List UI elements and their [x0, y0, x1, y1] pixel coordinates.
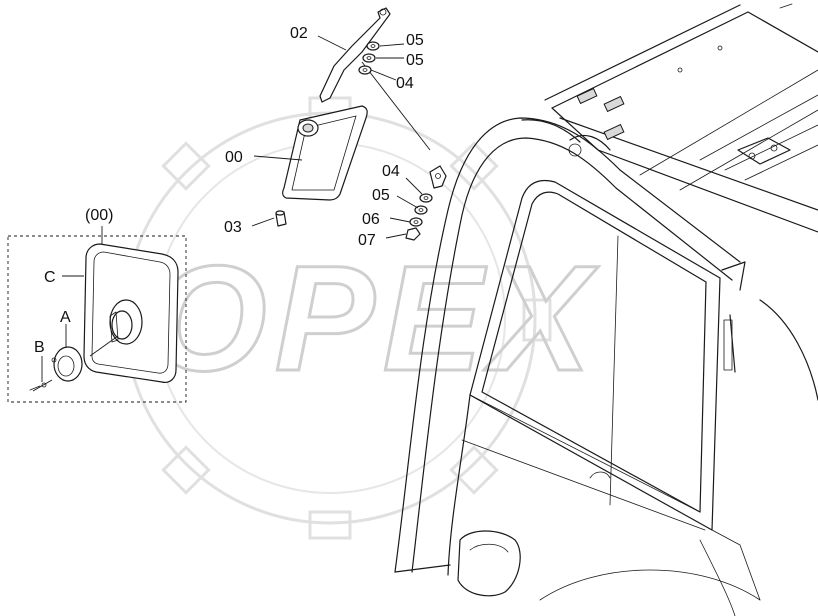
callout-labels: 00 02 03 04 04 05 05 05 06 07 (00) A B C: [34, 25, 424, 356]
stay-hardware-top: [358, 41, 380, 75]
callout-00-detail: (00): [85, 207, 113, 224]
callout-C: C: [44, 269, 56, 286]
mirror-stay: [319, 7, 447, 189]
callout-05-lower: 05: [372, 187, 390, 204]
callout-04-lower: 04: [382, 163, 400, 180]
callout-06: 06: [362, 211, 380, 228]
callout-07: 07: [358, 232, 376, 249]
detail-box: [7, 235, 187, 403]
callout-A: A: [60, 309, 71, 326]
cab-roof: [544, 3, 818, 233]
watermark: OPEX: [108, 96, 599, 540]
leader-lines: [41, 35, 423, 382]
mirror-assembly: [282, 105, 368, 201]
callout-00: 00: [225, 149, 243, 166]
callout-05-mid: 05: [406, 52, 424, 69]
watermark-text: OPEX: [150, 234, 599, 402]
callout-05-top: 05: [406, 32, 424, 49]
callout-04-top: 04: [396, 75, 414, 92]
fasteners: [275, 193, 433, 241]
callout-B: B: [34, 339, 45, 356]
cab-frame: [394, 117, 818, 616]
callout-02: 02: [290, 25, 308, 42]
callout-03: 03: [224, 219, 242, 236]
